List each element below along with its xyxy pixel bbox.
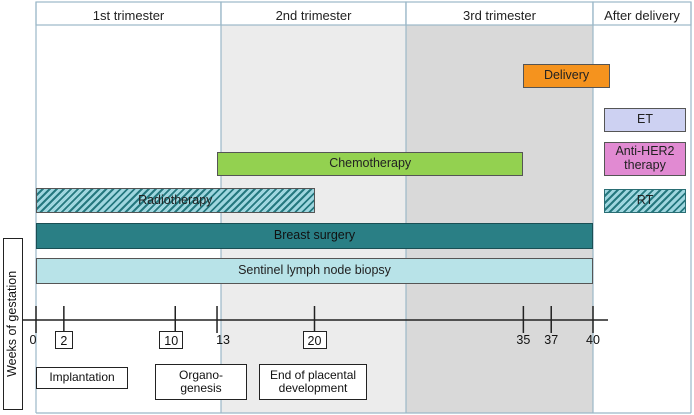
rt-box: RT — [604, 189, 686, 213]
placental-box: End of placental development — [259, 364, 367, 400]
chemotherapy-bar-label: Chemotherapy — [329, 156, 412, 171]
tick-label-37: 37 — [544, 333, 559, 347]
period-column-1 — [221, 25, 406, 413]
radiotherapy-bar: Radiotherapy — [36, 188, 315, 213]
et-label: ET — [637, 112, 653, 127]
breast-surgery-bar: Breast surgery — [36, 223, 593, 249]
period-column-3 — [593, 25, 691, 413]
anti-her2-box: Anti-HER2 therapy — [604, 142, 686, 176]
et-box: ET — [604, 108, 686, 132]
weeks-axis-label-box: Weeks of gestation — [3, 238, 23, 410]
period-label-after: After delivery — [604, 8, 680, 23]
organogenesis-label: Organo- genesis — [178, 367, 224, 395]
tick-label-0: 0 — [29, 333, 37, 347]
sentinel-biopsy-bar-label: Sentinel lymph node biopsy — [238, 263, 391, 278]
placental-label: End of placental development — [269, 367, 357, 395]
sentinel-biopsy-bar: Sentinel lymph node biopsy — [36, 258, 593, 284]
rt-label: RT — [636, 193, 654, 208]
period-label-third: 3rd trimester — [463, 8, 536, 23]
implantation-box: Implantation — [36, 367, 128, 389]
period-column-2 — [406, 25, 593, 413]
delivery-bar: Delivery — [523, 64, 610, 88]
delivery-bar-label: Delivery — [543, 68, 590, 83]
period-label-second: 2nd trimester — [275, 8, 352, 23]
radiotherapy-bar-label: Radiotherapy — [138, 192, 213, 207]
anti-her2-label: Anti-HER2 therapy — [615, 144, 675, 172]
tick-label-2: 2 — [54, 331, 73, 349]
chemotherapy-bar: Chemotherapy — [217, 152, 524, 176]
tick-label-13: 13 — [216, 333, 230, 347]
tick-label-40: 40 — [586, 333, 600, 347]
breast-surgery-bar-label: Breast surgery — [273, 228, 356, 243]
tick-label-20: 20 — [302, 331, 327, 349]
weeks-axis-label: Weeks of gestation — [5, 270, 20, 378]
tick-label-35: 35 — [516, 333, 531, 347]
period-label-first: 1st trimester — [92, 8, 165, 23]
organogenesis-box: Organo- genesis — [155, 364, 247, 400]
tick-label-10: 10 — [159, 331, 184, 349]
period-column-0 — [36, 25, 221, 413]
implantation-label: Implantation — [49, 370, 115, 385]
